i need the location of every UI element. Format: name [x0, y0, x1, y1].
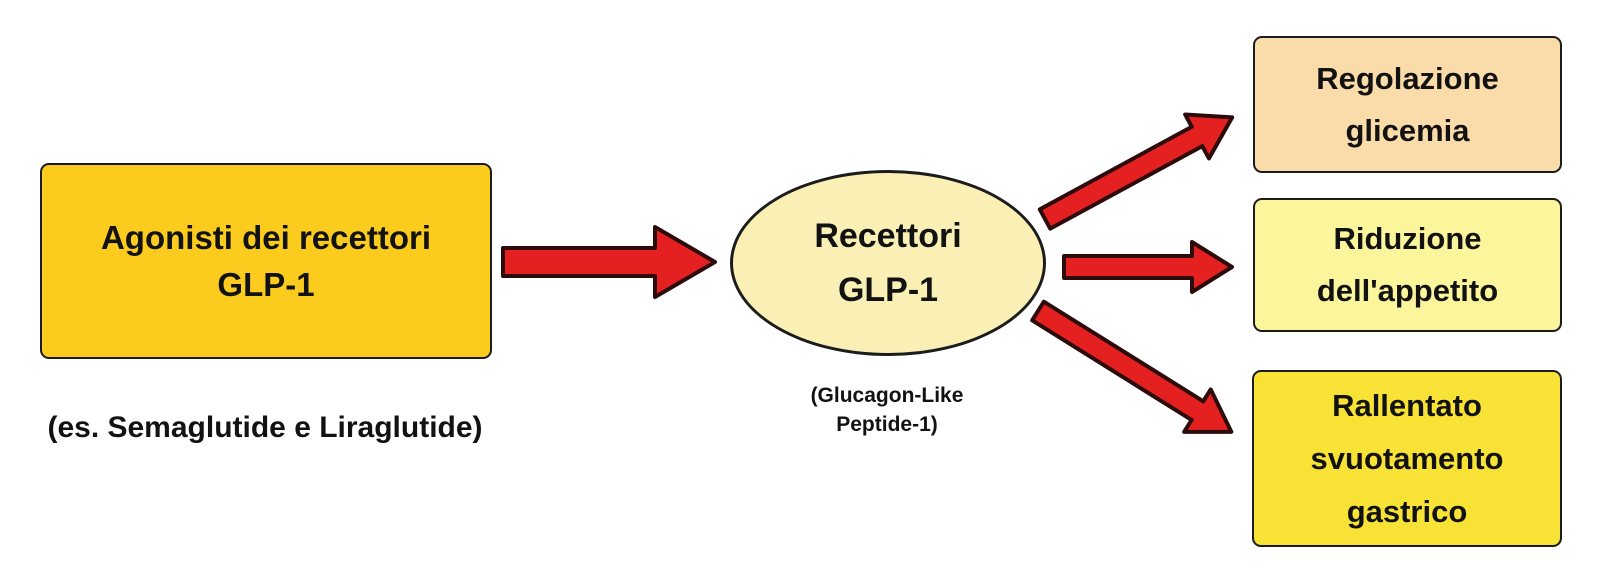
source-caption: (es. Semaglutide e Liraglutide): [47, 411, 483, 444]
node-gastric-line-3: gastrico: [1346, 494, 1468, 529]
node-appetite-line-1: Riduzione: [1333, 221, 1482, 256]
arrow-source-to-receptor-icon: [501, 225, 717, 299]
node-glycemia-line-1: Regolazione: [1316, 60, 1499, 96]
receptor-caption-line-2: Peptide-1): [836, 413, 938, 436]
node-glp1-receptors: Recettori GLP-1: [730, 170, 1046, 356]
node-appetite-reduction: Riduzione dell'appetito: [1253, 198, 1562, 332]
arrow-to-appetite-icon: [1062, 240, 1234, 294]
arrow-to-glycemia-icon: [1037, 112, 1235, 231]
node-glp1-agonists: Agonisti dei recettori GLP-1: [40, 163, 492, 359]
node-glycemia-line-2: glicemia: [1345, 112, 1470, 148]
node-gastric-line-2: svuotamento: [1310, 441, 1504, 476]
node-glp1-receptors-line-2: GLP-1: [837, 271, 939, 309]
node-gastric-emptying: Rallentato svuotamento gastrico: [1252, 370, 1562, 547]
node-glp1-receptors-line-1: Recettori: [814, 217, 962, 255]
receptor-caption-line-1: (Glucagon-Like: [810, 384, 964, 407]
node-appetite-line-2: dell'appetito: [1316, 273, 1499, 308]
receptor-caption: (Glucagon-Like Peptide-1): [737, 381, 1037, 439]
arrow-to-gastric-icon: [1030, 299, 1234, 434]
node-glp1-agonists-line-1: Agonisti dei recettori: [100, 219, 432, 256]
node-glp1-agonists-line-2: GLP-1: [217, 266, 315, 303]
node-gastric-line-1: Rallentato: [1332, 388, 1482, 423]
node-glycemia-regulation: Regolazione glicemia: [1253, 36, 1562, 173]
